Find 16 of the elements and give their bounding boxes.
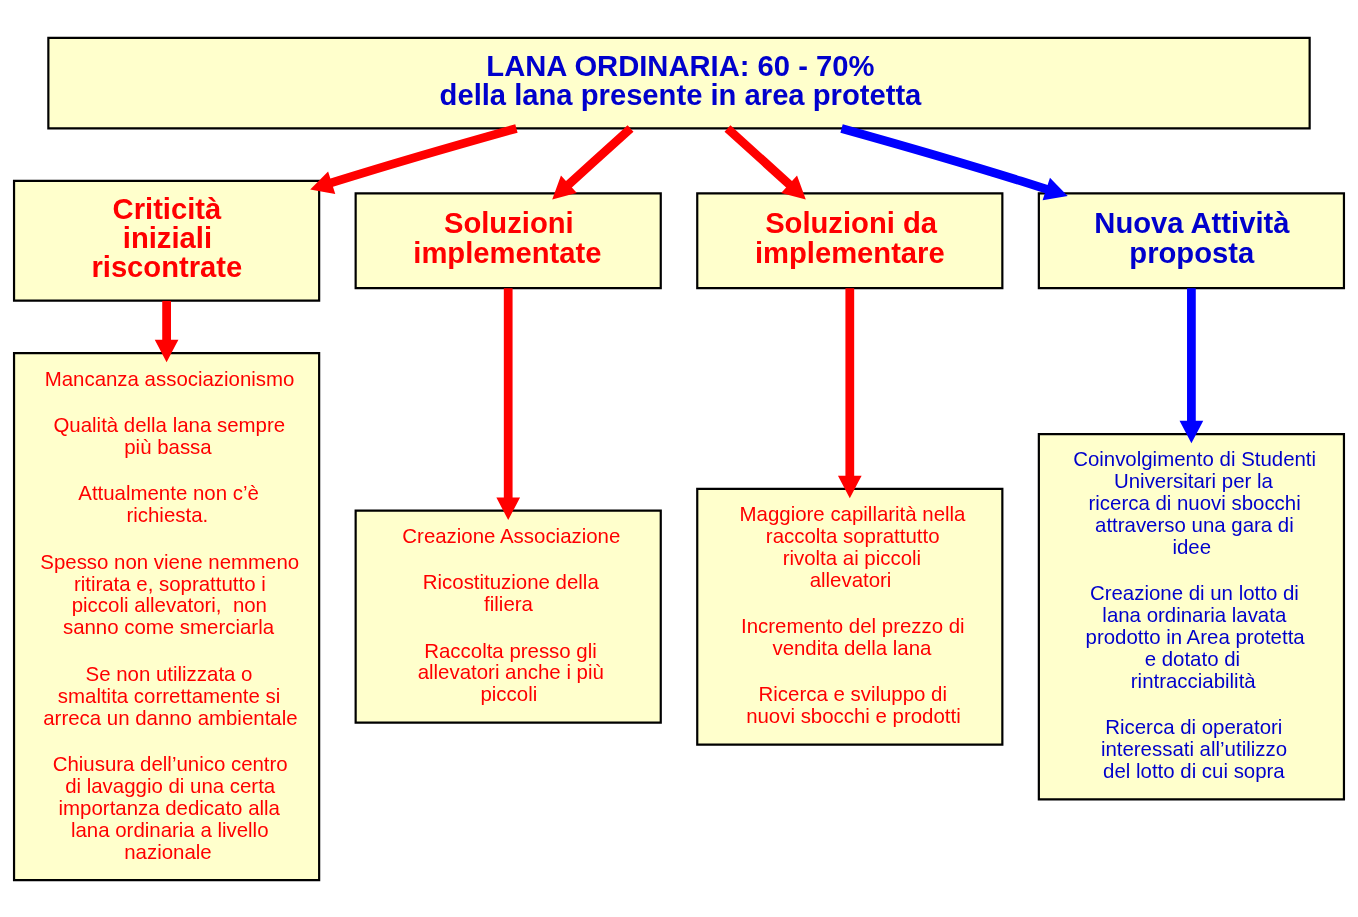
node-box: Nuova Attività proposta bbox=[1037, 191, 1346, 289]
node-box: Criticità iniziali riscontrate bbox=[12, 179, 321, 302]
node-box: Soluzioni da implementare bbox=[696, 191, 1004, 289]
node-box: Creazione Associazione Ricostituzione della filiera Raccolta presso gli allevatori anche i più piccoli bbox=[354, 509, 662, 724]
node-box: LANA ORDINARIA: 60 - 70% della lana presente in area protetta bbox=[47, 36, 1311, 129]
node-box: Soluzioni implementate bbox=[354, 191, 662, 289]
node-box: Maggiore capillarità nella raccolta soprattutto rivolta ai piccoli allevatori Incremento del prezzo di vendita della lana Ricerca e sviluppo di nuovi sbocchi e prodotti bbox=[696, 487, 1004, 746]
arrow bbox=[840, 123, 1068, 200]
node-box: Coinvolgimento di Studenti Universitari per la ricerca di nuovi sbocchi attraverso una gara di idee Creazione di un lotto di lana ordinaria lavata prodotto in Area protetta e dotato di rintracciabilità Ricerca di operatori interessati all’utilizzo del lotto di cui sopra bbox=[1037, 432, 1346, 800]
arrow bbox=[496, 287, 521, 520]
arrow bbox=[552, 124, 634, 199]
arrow bbox=[1179, 287, 1204, 443]
arrow bbox=[154, 300, 179, 362]
arrow bbox=[837, 287, 862, 498]
arrow bbox=[724, 124, 806, 199]
node-box: Mancanza associazionismo Qualità della lana sempre più bassa Attualmente non c’è richiesta. Spesso non viene nemmeno ritirata e, soprattutto i piccoli allevatori, non sanno come smerciarla Se non utilizzata o smaltita correttamente si arreca un danno ambientale Chiusura dell’unico centro di lavaggio di una certa importanza dedicato alla lana ordinaria a livello nazionale bbox=[12, 351, 321, 881]
